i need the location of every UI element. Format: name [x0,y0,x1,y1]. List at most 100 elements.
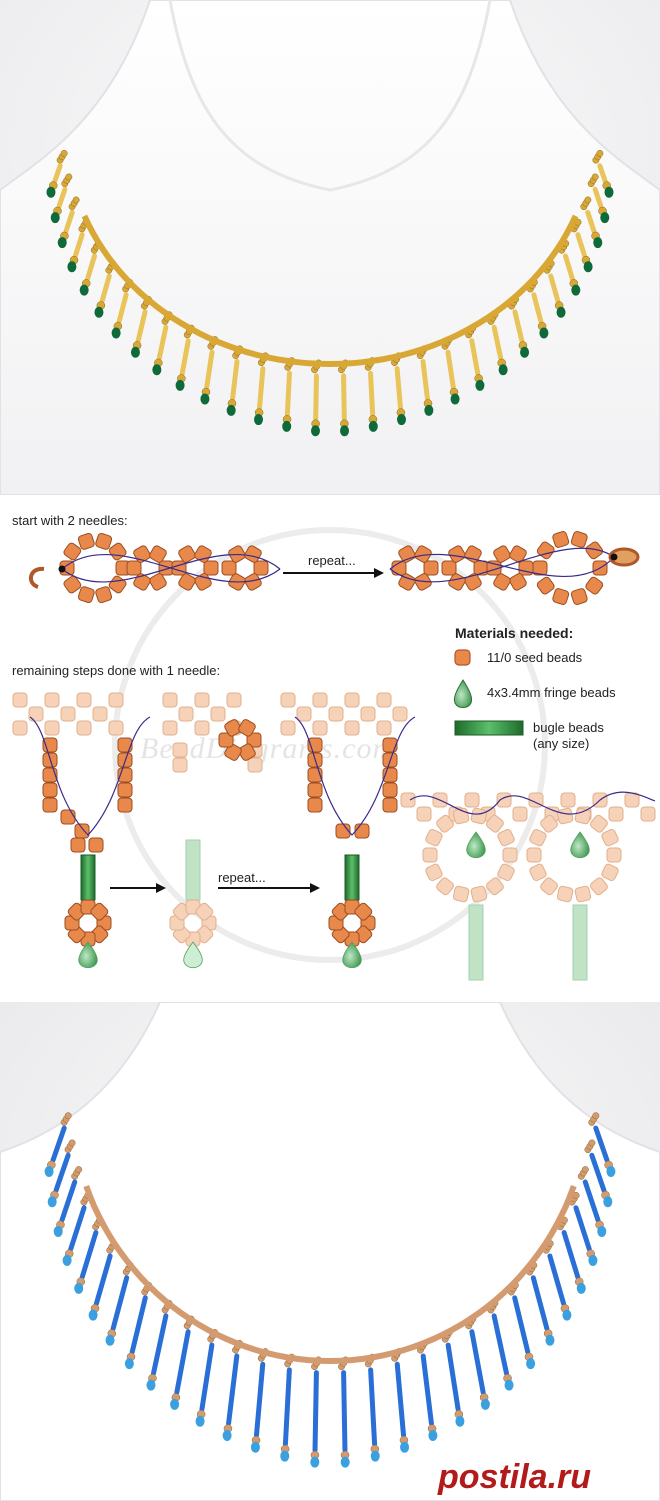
necklace-band [83,1185,577,1365]
seed-bead [382,737,398,753]
photo-blue-necklace: postila.ru [0,1002,660,1501]
seed-bead [244,573,262,591]
fringe-bugle [589,1152,607,1193]
fringe-bugle [597,163,608,184]
seed-bead [42,782,58,798]
fringe-drop [195,1415,205,1427]
gold-necklace [46,149,614,437]
fringe-drop [340,425,350,437]
fringe-bugle [394,366,403,411]
fringe-drop [396,414,406,426]
seed-bead [414,545,432,563]
arrow-repeat-bottom [218,883,320,893]
fringe-bugle [59,1179,78,1223]
seed-bead [203,560,219,576]
seed-bead [77,586,95,604]
fringe-drop [282,420,292,432]
hook-icon [28,566,45,589]
seed-bead [238,719,256,737]
fringe-bugle [573,1205,592,1252]
seed-bead [392,706,408,722]
fringe-drop [175,379,185,391]
seed-bead [608,806,624,822]
bugle-bead [185,839,201,901]
seed-bead [536,576,555,595]
fringe-drop [400,1441,410,1453]
fringe-bugle [150,1313,169,1376]
seed-bead [253,560,269,576]
fringe-drop [600,212,610,224]
seed-bead [585,576,604,595]
fringe-bugle [79,1230,99,1280]
seed-bead [108,575,127,594]
seed-bead [117,797,133,813]
fringe-bugle [582,1179,601,1223]
fringe-bugle [50,1125,67,1163]
seed-bead [540,877,558,896]
seed-bead [77,532,95,550]
seed-bead [601,863,619,882]
fringe-bugle [512,309,525,344]
seed-bead [210,706,226,722]
seed-bead [425,863,443,882]
fringe-bugle [575,232,587,258]
seed-bead [70,837,86,853]
seed-bead [486,814,504,833]
fringe-bugle [368,370,376,417]
seed-bead [149,545,167,563]
fringe-drop [94,306,104,318]
seed-bead [162,720,178,736]
seed-bead [178,706,194,722]
band-bead [65,173,73,181]
seed-bead [574,807,592,825]
fringe-bugle [53,1152,71,1193]
fringe-drop [526,1358,536,1370]
postila-watermark: postila.ru [437,1458,591,1496]
seed-bead [436,814,454,833]
seed-bead [570,531,588,548]
fringe-drop [50,212,60,224]
fringe-bugle [530,1275,550,1332]
repeat-label-bottom: repeat... [218,870,266,885]
seed-bead [162,692,178,708]
fringe-drop-bead [78,941,98,969]
seed-bead [624,792,640,808]
fringe-drop [46,186,56,198]
bugle-bead [572,904,588,981]
fringe-bugle [156,324,169,361]
fringe-bugle [445,349,456,390]
seed-bead [178,573,196,591]
seed-bead [172,742,188,758]
seed-bead [312,692,328,708]
fringe-bugle [491,1313,510,1376]
seed-bead [585,541,604,560]
fringe-drop [588,1254,598,1266]
seed-bead [44,720,60,736]
fringe-drop [593,237,603,249]
band-bead [581,1166,589,1174]
seed-bead [280,692,296,708]
seed-bead [400,792,416,808]
fringe-bugle [445,1342,461,1412]
fringe-bugle [368,1367,378,1447]
fringe-drop-bead [183,941,203,969]
fringe-bugle [110,1275,130,1332]
diagram-beads [12,531,656,981]
seed-bead [360,706,376,722]
seed-bead [486,877,504,896]
fringe-bugle [174,1329,191,1396]
seed-bead [296,706,312,722]
seed-bead [376,692,392,708]
fringe-drop [74,1282,84,1294]
fringe-bugle [593,1125,610,1163]
seed-bead [606,847,622,863]
fringe-bugle [394,1361,407,1438]
fringe-bugle [585,209,597,234]
seed-bead [556,885,574,903]
band-bead [584,196,592,204]
seed-bead [540,814,558,833]
fringe-drop [310,1456,320,1468]
seed-bead [552,588,570,605]
seed-bead [382,782,398,798]
seed-bead [493,573,511,591]
